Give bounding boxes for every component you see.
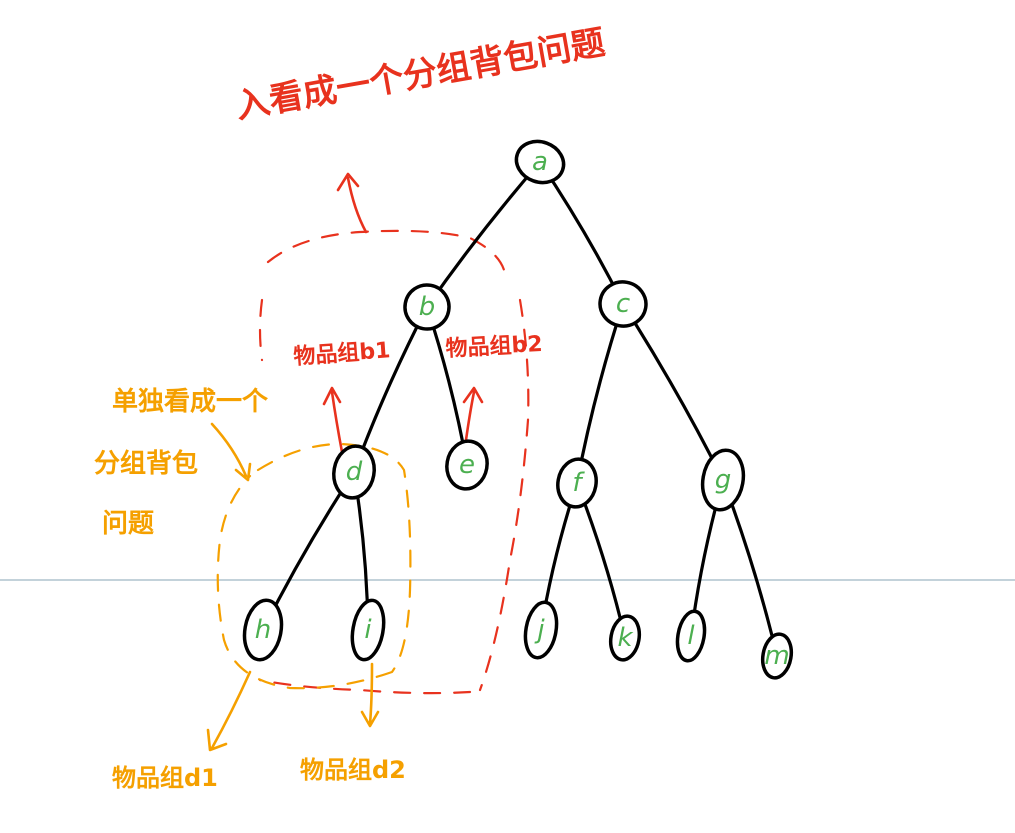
node-label-e: e [459,450,475,480]
node-label-a: a [532,147,548,177]
group-d1-annotation: 物品组d1 [112,764,218,792]
node-circle-c [598,280,648,328]
node-label-i: i [364,615,372,645]
edge-a-c [538,160,625,306]
node-label-l: l [687,621,695,651]
tree-node-i: i [350,598,386,662]
node-label-j: j [534,615,545,645]
orange-arrow-h-down [206,670,252,752]
node-label-c: c [616,289,630,319]
tree-node-d: d [332,444,376,500]
edge-a-b [425,160,542,309]
red-arrow-up-d [322,386,344,454]
side-note-line-3: 问题 [102,509,154,539]
side-note-line-1: 单独看成一个 [112,387,269,417]
nodes-layer: a b c d e f g h i j k l m [242,139,794,680]
tree-node-j: j [523,600,559,660]
tree-node-l: l [675,609,707,663]
node-circle-g [700,448,746,512]
tree-node-k: k [608,614,642,662]
node-label-d: d [346,457,363,487]
node-circle-i [350,598,386,662]
red-arrow-up-top [336,172,368,234]
node-circle-f [556,457,598,509]
orange-arrow-side [210,422,252,482]
tree-node-f: f [556,457,598,509]
tree-node-e: e [445,439,489,491]
node-circle-j [523,600,559,660]
node-circle-m [760,632,794,680]
node-label-m: m [764,641,789,671]
orange-dashed-boundary [216,442,412,690]
tree-node-c: c [598,280,648,328]
node-label-b: b [419,292,436,322]
tree-node-a: a [514,139,566,185]
edge-c-f [575,302,625,485]
node-circle-h [242,598,284,662]
node-circle-b [403,283,451,331]
node-circle-d [332,444,376,500]
red-dashed-boundary [258,229,530,695]
orange-arrow-i-down [360,662,380,728]
tree-node-m: m [760,632,794,680]
node-label-g: g [715,465,732,495]
group-d2-annotation: 物品组d2 [300,756,406,784]
red-arrow-up-e [462,386,484,442]
side-note-line-2: 分组背包 [94,448,198,479]
node-circle-a [514,139,566,185]
node-circle-e [445,439,489,491]
tree-node-g: g [700,448,746,512]
edges-layer [261,160,779,658]
node-circle-k [608,614,642,662]
group-b1-annotation: 物品组b1 [293,337,392,370]
node-label-k: k [617,623,633,653]
edge-c-g [621,302,725,482]
node-label-h: h [255,615,271,645]
tree-node-b: b [403,283,451,331]
node-circle-l [675,609,707,663]
tree-node-h: h [242,598,284,662]
top-title-annotation: 入看成一个分组背包问题 [233,23,608,127]
group-b2-annotation: 物品组b2 [445,331,543,362]
